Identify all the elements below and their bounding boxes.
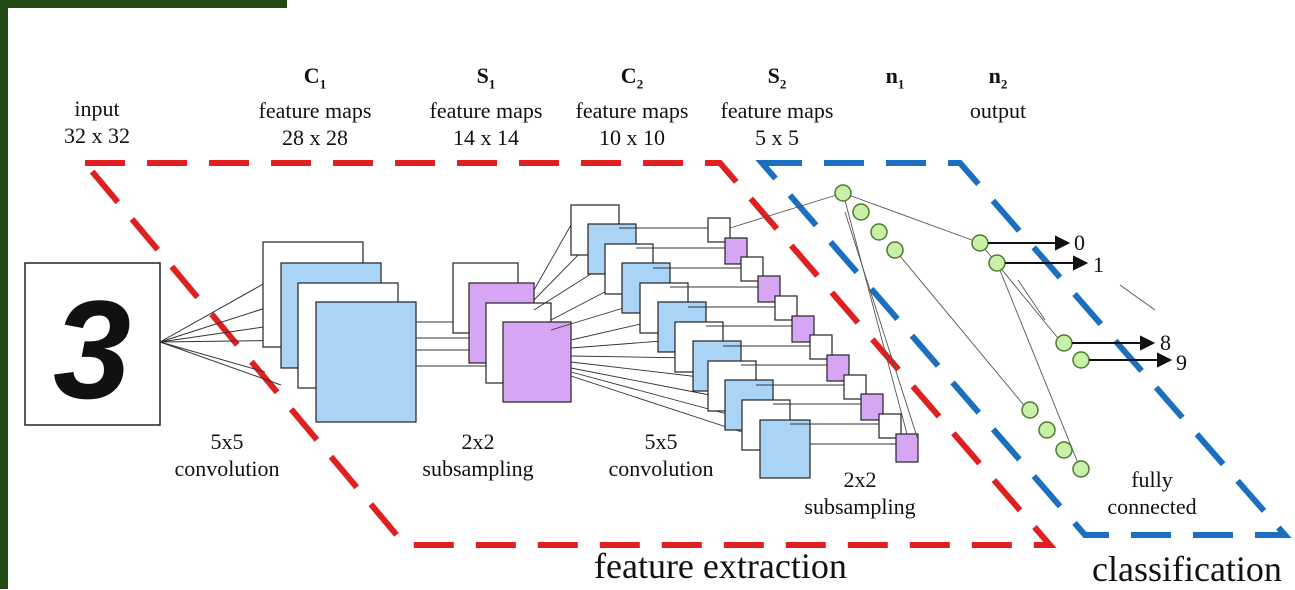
layer-label-s2: S2 feature maps 5 x 5 <box>720 63 834 151</box>
input-digit: 3 <box>53 271 131 428</box>
c2-s2-connections <box>619 227 896 445</box>
section-label-classification: classification <box>1092 549 1282 589</box>
layer-label-s1: S1 feature maps 14 x 14 <box>429 63 543 151</box>
output-label-8: 8 <box>1160 330 1171 355</box>
output-label-1: 1 <box>1093 252 1104 277</box>
n1-n2-connections <box>842 192 1156 469</box>
input-image <box>24 262 161 426</box>
s2-feature-maps <box>707 217 919 463</box>
c2-feature-maps <box>570 204 811 479</box>
frame-top-border <box>0 0 287 8</box>
s2-n1-connections <box>729 192 919 441</box>
classification-region <box>755 160 1292 538</box>
layer-label-input: input 32 x 32 <box>64 96 130 148</box>
section-label-feature-extraction: feature extraction <box>594 546 847 586</box>
feature-extraction-region <box>78 160 1057 548</box>
layer-label-n2: n2 output <box>969 63 1027 124</box>
layer-label-n1: n1 <box>885 63 905 92</box>
c1-feature-maps <box>262 241 417 423</box>
n2-neurons <box>971 234 1090 369</box>
output-arrows <box>988 235 1173 368</box>
layer-label-c1: C1 feature maps 28 x 28 <box>258 63 372 151</box>
layer-label-c2: C2 feature maps 10 x 10 <box>575 63 689 151</box>
n1-neurons <box>834 184 1090 478</box>
output-label-0: 0 <box>1074 230 1085 255</box>
frame-left-border <box>0 0 8 589</box>
s1-feature-maps <box>452 262 572 403</box>
output-label-9: 9 <box>1176 350 1187 375</box>
